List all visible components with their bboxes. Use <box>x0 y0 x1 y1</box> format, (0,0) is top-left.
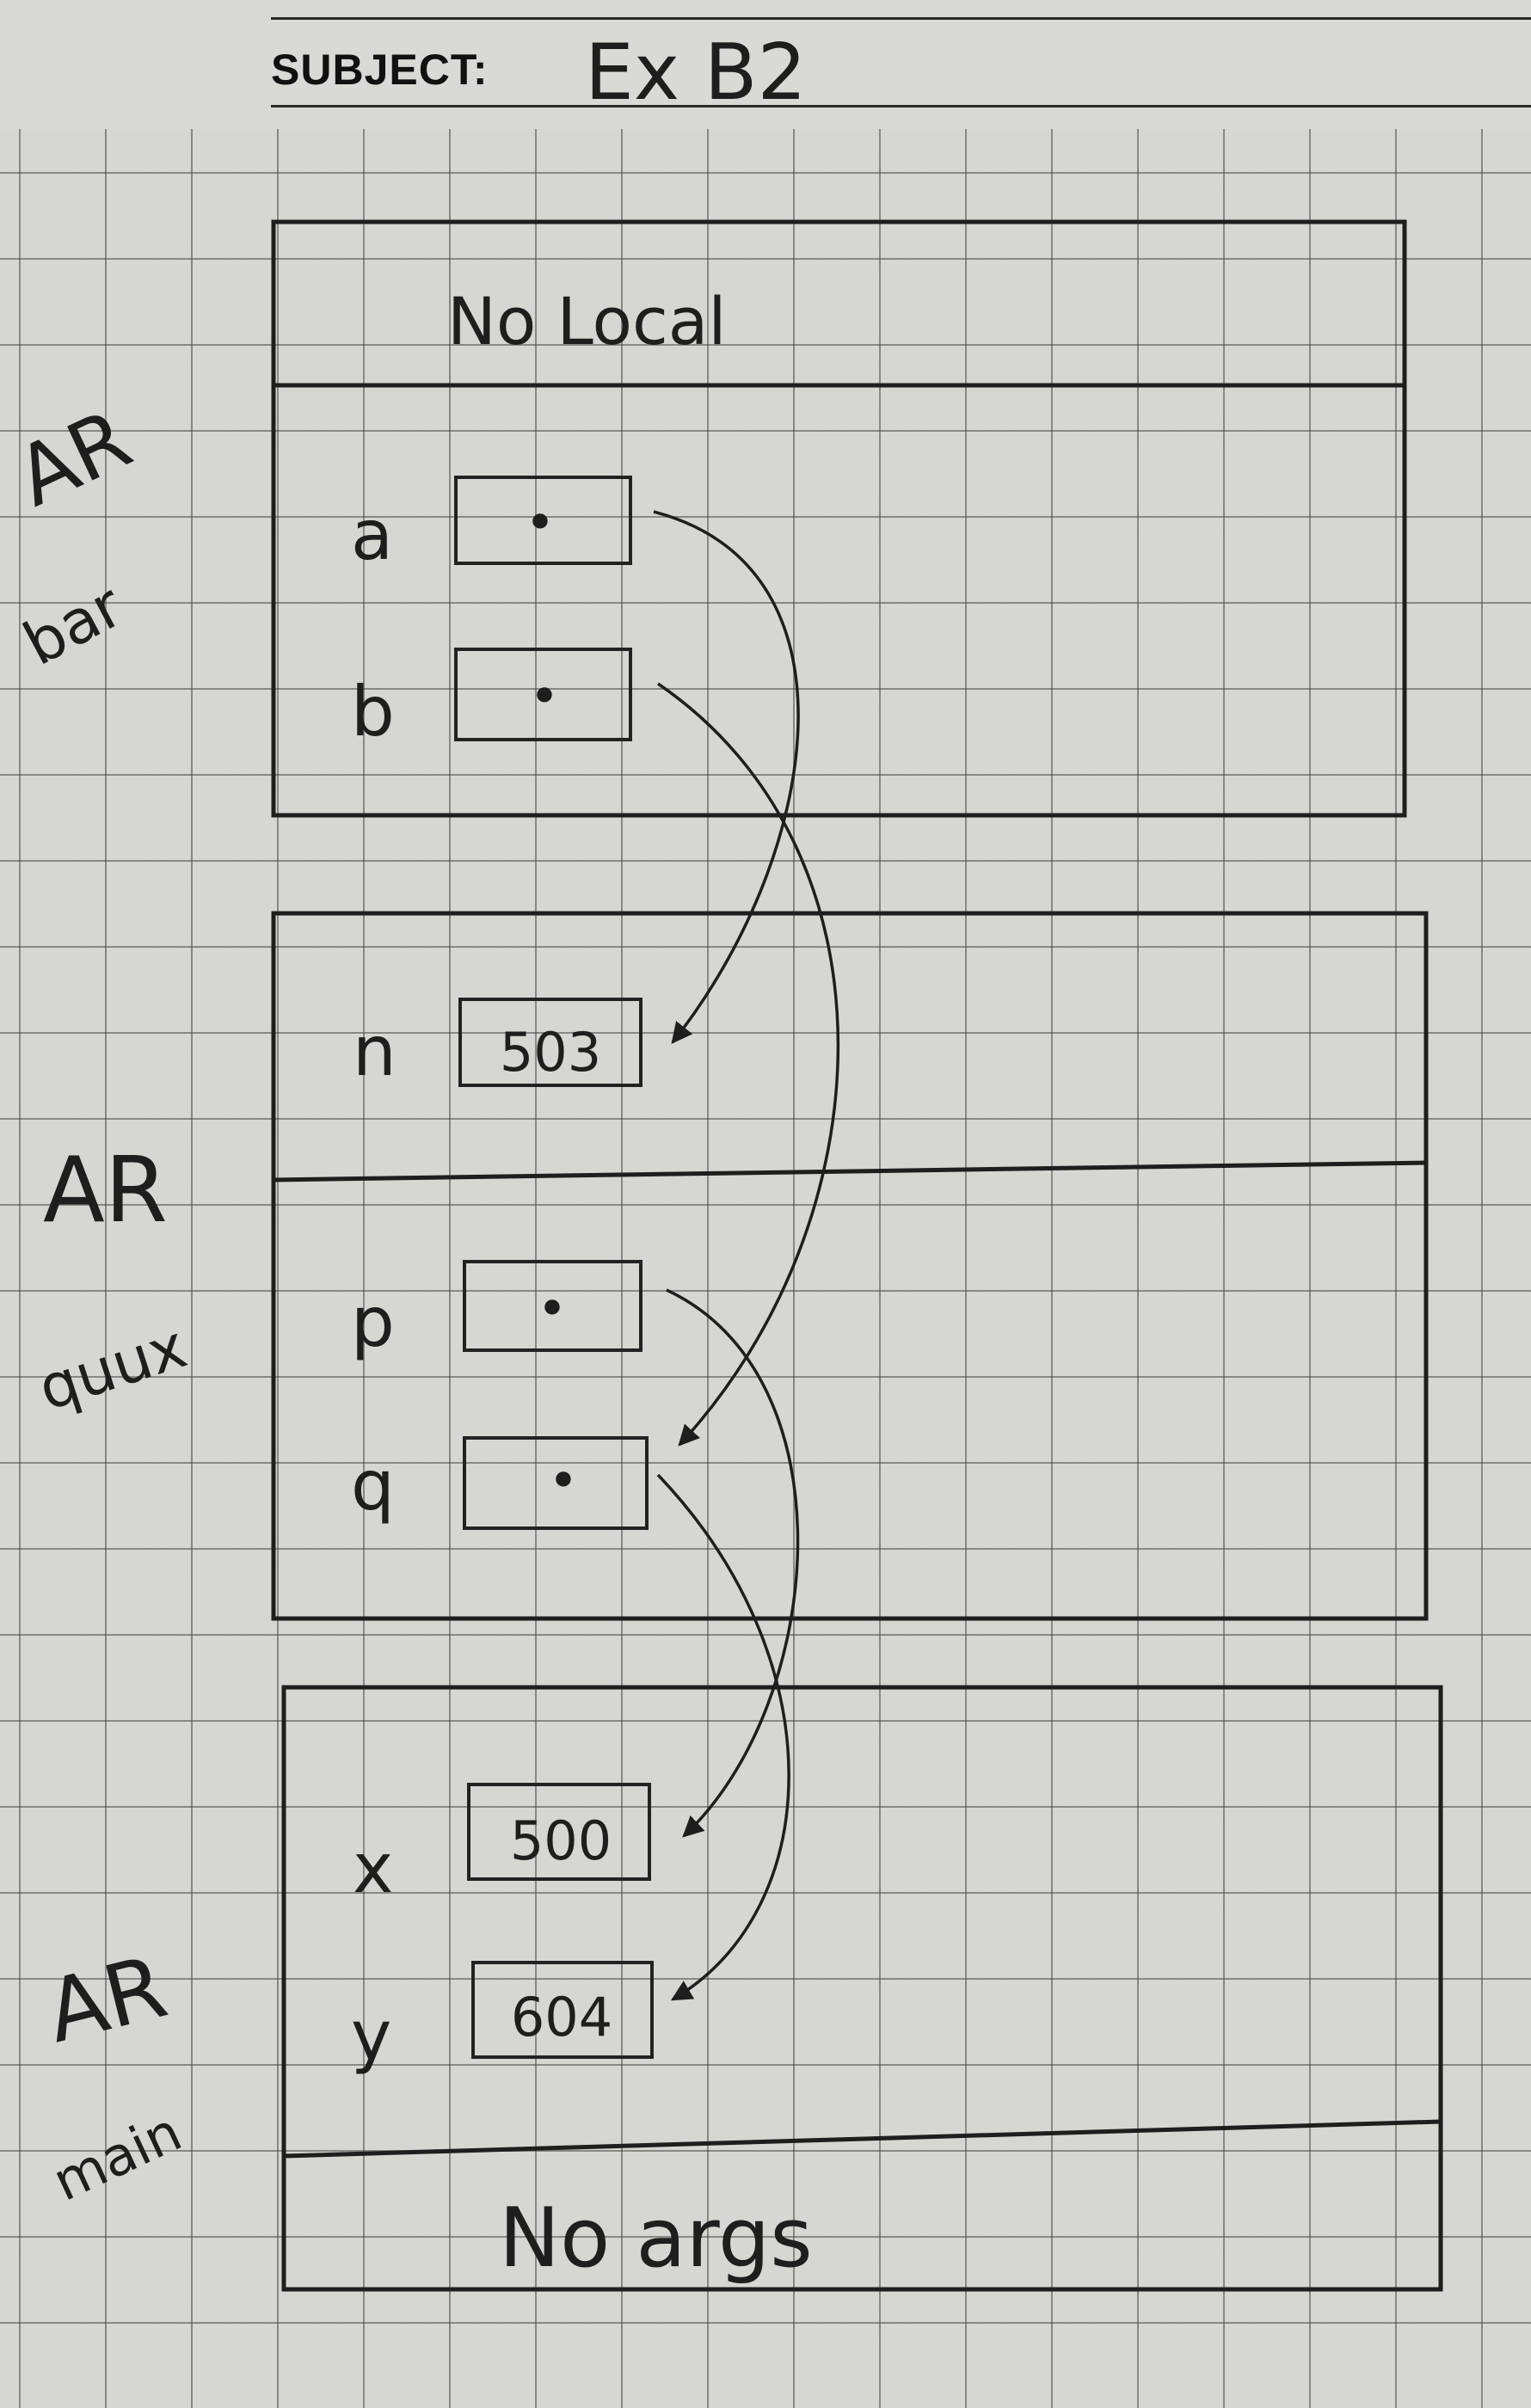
var-a-name: a <box>351 495 393 575</box>
arrow-a-to-n <box>653 510 800 1044</box>
header-band <box>0 0 1531 129</box>
var-p-name: p <box>351 1282 395 1362</box>
var-n-name: n <box>353 1011 397 1091</box>
pointer-arrows <box>653 510 840 2001</box>
var-y-box <box>471 1961 654 2059</box>
side-label-bar: AR bar <box>3 392 144 679</box>
var-p-box <box>463 1260 643 1352</box>
var-x-value: 500 <box>510 1809 612 1872</box>
main-ar-label: AR <box>37 1936 176 2062</box>
var-q-value: • <box>548 1451 578 1511</box>
main-name-label: main <box>43 2100 190 2214</box>
frame-quux: n 503 p • q • <box>271 911 1429 1621</box>
header-rule-bottom <box>271 105 1531 108</box>
var-n-value: 503 <box>500 1021 601 1084</box>
bar-locals-note: No Local <box>447 283 726 359</box>
var-q-box <box>463 1436 649 1530</box>
arrow-q-to-y <box>656 1473 790 2001</box>
arrow-b-to-q <box>657 682 840 1447</box>
var-p-value: • <box>537 1279 567 1339</box>
frame-quux-border <box>271 911 1429 1621</box>
frame-main: x 500 y 604 No args <box>281 1685 1443 2292</box>
var-b-name: b <box>351 672 395 752</box>
quux-name-label: quux <box>30 1311 194 1424</box>
side-label-main: AR main <box>37 1936 191 2213</box>
subject-label: SUBJECT: <box>271 46 489 94</box>
var-x-box <box>467 1783 651 1881</box>
var-x-name: x <box>353 1828 393 1908</box>
quux-ar-label: AR <box>43 1138 168 1243</box>
frame-main-border <box>281 1685 1443 2292</box>
header-rule-top <box>271 17 1531 20</box>
var-y-value: 604 <box>511 1986 612 2049</box>
frame-bar-border <box>271 219 1407 818</box>
side-label-quux: AR quux <box>30 1138 194 1424</box>
var-q-name: q <box>351 1446 395 1526</box>
var-a-box <box>454 476 632 565</box>
bar-name-label: bar <box>12 570 133 679</box>
subject-value: Ex B2 <box>585 28 807 118</box>
arrow-p-to-x <box>666 1288 800 1838</box>
main-args-note: No args <box>499 2191 813 2286</box>
bar-ar-label: AR <box>3 392 144 525</box>
frame-bar: No Local a • b • <box>271 219 1407 818</box>
var-n-box <box>458 998 643 1087</box>
var-y-name: y <box>351 1996 391 2076</box>
var-a-value: • <box>525 493 555 553</box>
var-b-value: • <box>529 666 559 727</box>
frame-quux-divider <box>273 1160 1427 1182</box>
var-b-box <box>454 648 632 741</box>
frame-main-divider <box>283 2119 1442 2159</box>
